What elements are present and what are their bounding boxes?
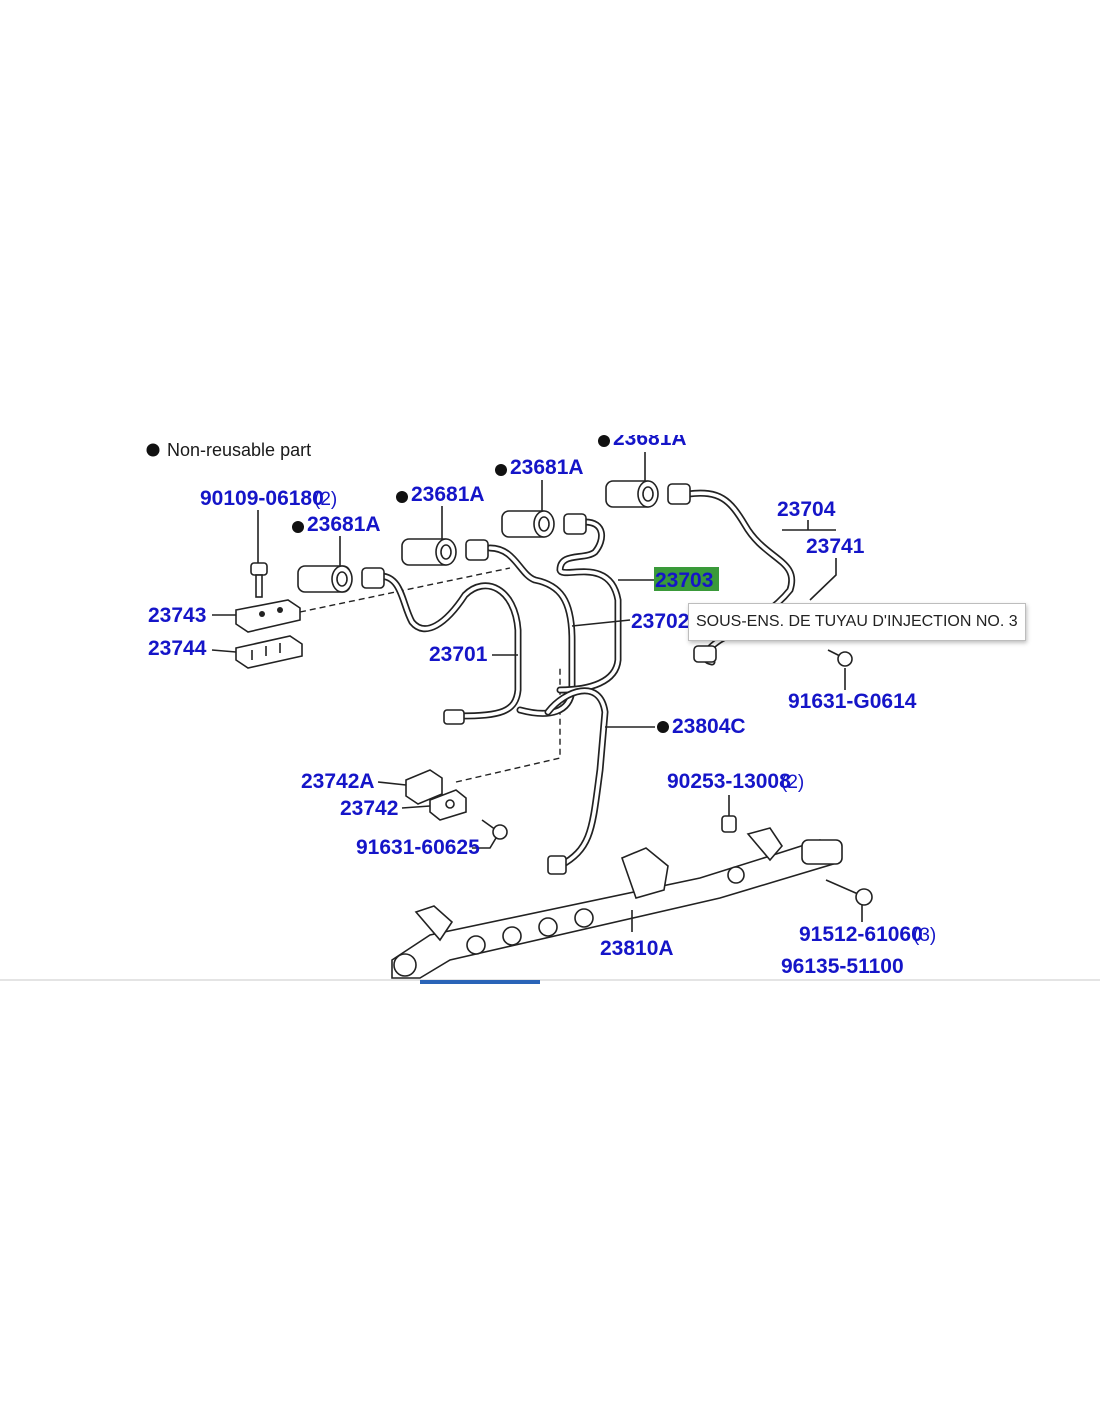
pipe-nut-icon xyxy=(693,645,717,663)
non-reusable-bullet-icon xyxy=(598,435,610,447)
part-label-23741[interactable]: 23741 xyxy=(806,535,865,558)
nozzle-holder-4 xyxy=(605,480,691,508)
clamp-23742a-icon xyxy=(405,769,443,805)
leader-23704 xyxy=(782,520,836,531)
bolt-90109-icon xyxy=(250,562,268,598)
leader-23742a xyxy=(377,781,407,786)
part-tooltip: SOUS-ENS. DE TUYAU D'INJECTION NO. 3 xyxy=(688,603,1026,641)
dash-line-clamp-lower xyxy=(455,668,561,783)
part-label-90109-06180[interactable]: 90109-06180 xyxy=(200,487,324,510)
part-qty-90109: (2) xyxy=(314,489,337,510)
part-label-91512-61060[interactable]: 91512-61060 xyxy=(799,923,923,946)
non-reusable-bullet-icon xyxy=(292,521,304,533)
part-label-23742[interactable]: 23742 xyxy=(340,797,398,820)
common-rail-23810a xyxy=(391,827,843,979)
part-label-23681a-1[interactable]: 23681A xyxy=(307,513,381,536)
part-label-23744[interactable]: 23744 xyxy=(148,637,207,660)
bolt-91512-icon xyxy=(825,879,873,906)
pipe-nut-icon xyxy=(547,855,567,875)
part-label-23704[interactable]: 23704 xyxy=(777,498,836,521)
clamp-23744-icon xyxy=(235,635,303,669)
legend-bullet-icon xyxy=(146,443,160,457)
part-label-23743[interactable]: 23743 xyxy=(148,604,206,627)
part-label-23681a-4[interactable]: 23681A xyxy=(613,427,687,450)
bolt-91631-g0614-icon xyxy=(827,649,853,667)
part-label-23703[interactable]: 23703 xyxy=(655,569,713,592)
non-reusable-bullet-icon xyxy=(396,491,408,503)
part-label-23742a[interactable]: 23742A xyxy=(301,770,375,793)
leader-91631-60625 xyxy=(472,837,497,849)
part-label-23701[interactable]: 23701 xyxy=(429,643,488,666)
clamp-23743-icon xyxy=(235,599,301,633)
part-label-23681a-2[interactable]: 23681A xyxy=(411,483,485,506)
viewer-bottom-border xyxy=(0,979,1100,981)
part-label-96135-51100[interactable]: 96135-51100 xyxy=(781,955,904,978)
part-label-23681a-3[interactable]: 23681A xyxy=(510,456,584,479)
nozzle-holder-2 xyxy=(401,538,489,566)
sleeve-90253-icon xyxy=(721,815,737,833)
non-reusable-bullet-icon xyxy=(495,464,507,476)
legend-text: Non-reusable part xyxy=(167,440,311,460)
clamp-23742-icon xyxy=(429,789,467,821)
part-qty-91512: (3) xyxy=(913,925,936,946)
leader-23742 xyxy=(401,805,431,809)
part-label-23810a[interactable]: 23810A xyxy=(600,937,674,960)
pipe-nut-icon xyxy=(443,709,465,725)
part-highlight-23703 xyxy=(654,567,719,591)
pipe-23804c xyxy=(544,687,609,870)
part-label-23804c[interactable]: 23804C xyxy=(672,715,746,738)
leader-23744 xyxy=(211,649,237,653)
part-label-90253-13008[interactable]: 90253-13008 xyxy=(667,770,791,793)
non-reusable-bullet-icon xyxy=(657,721,669,733)
part-label-91631-g0614[interactable]: 91631-G0614 xyxy=(788,690,917,713)
leader-23741 xyxy=(809,558,837,601)
part-label-91631-60625[interactable]: 91631-60625 xyxy=(356,836,480,859)
nozzle-holder-1 xyxy=(297,565,385,593)
part-qty-90253: (2) xyxy=(781,772,804,793)
leader-23702 xyxy=(571,619,631,627)
part-label-23702[interactable]: 23702 xyxy=(631,610,689,633)
bolt-91631-60625-icon xyxy=(481,819,508,840)
dash-line-clamp xyxy=(299,567,511,613)
nozzle-holder-3 xyxy=(501,510,587,538)
horizontal-scrollbar-thumb[interactable] xyxy=(420,980,540,984)
